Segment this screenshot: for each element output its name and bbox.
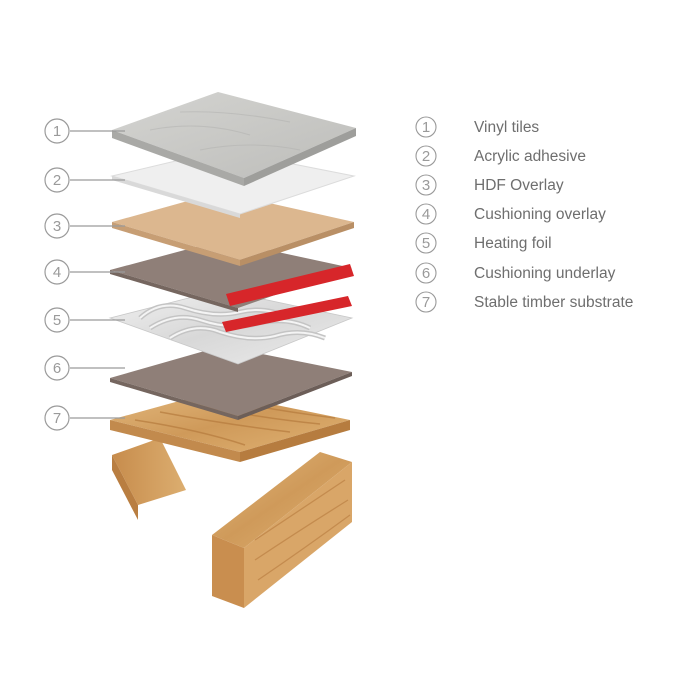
layer-1-edge (112, 130, 244, 186)
layer-3-edge (112, 222, 240, 266)
layer-4-edge (110, 270, 238, 312)
callout-number-5: 5 (44, 307, 70, 333)
layer-4-top (110, 240, 352, 308)
legend-number-4: 4 (422, 206, 430, 223)
legend-label-6: Cushioning underlay (474, 265, 616, 282)
layer-1-side (244, 128, 356, 186)
legend-label-3: HDF Overlay (474, 177, 564, 194)
callout-number-3-text: 3 (53, 218, 61, 235)
legend-number-5: 5 (422, 235, 430, 252)
timber-board-top (110, 392, 350, 452)
callout-number-6: 6 (44, 355, 70, 381)
layer-hdf-overlay (112, 192, 354, 266)
layer-2-edge (112, 176, 240, 218)
legend-label-2: Acrylic adhesive (474, 148, 586, 165)
legend-number-2: 2 (422, 148, 430, 165)
timber-substrate (110, 392, 352, 608)
callout-number-3: 3 (44, 213, 70, 239)
callout-number-5-text: 5 (53, 312, 61, 329)
callout-number-2-text: 2 (53, 172, 61, 189)
legend-item-1: 1 Vinyl tiles (415, 116, 539, 138)
legend-number-7: 7 (422, 294, 430, 311)
legend-item-4: 4 Cushioning overlay (415, 203, 606, 225)
timber-beam-left-side (112, 438, 186, 505)
layer-4-red-strip (226, 264, 354, 306)
layer-3-side (240, 222, 354, 266)
callout-number-1-text: 1 (53, 123, 61, 140)
callout-number-7: 7 (44, 405, 70, 431)
legend: 1 Vinyl tiles 2 Acrylic adhesive 3 HDF O… (415, 116, 633, 313)
callout-number-7-text: 7 (53, 410, 61, 427)
legend-item-3: 3 HDF Overlay (415, 174, 564, 196)
legend-item-5: 5 Heating foil (415, 232, 552, 254)
layer-1-top (112, 92, 356, 178)
callout-number-1: 1 (44, 118, 70, 144)
timber-board-side (240, 420, 350, 462)
legend-label-5: Heating foil (474, 235, 552, 252)
layer-6-side (238, 372, 352, 420)
legend-item-6: 6 Cushioning underlay (415, 262, 616, 284)
timber-beam-right-top (212, 452, 352, 548)
wood-grain (134, 397, 336, 446)
layer-6-top (110, 346, 352, 416)
layer-cushioning-underlay (110, 346, 352, 420)
callout-number-4-text: 4 (53, 264, 61, 281)
legend-label-1: Vinyl tiles (474, 119, 539, 136)
layer-cushioning-overlay (110, 240, 354, 312)
wood-grain-beam (254, 479, 351, 581)
layer-6-edge (110, 378, 238, 420)
legend-number-3: 3 (422, 177, 430, 194)
callout-number-4: 4 (44, 259, 70, 285)
callouts: 1 2 3 4 5 6 7 (44, 118, 125, 431)
legend-item-7: 7 Stable timber substrate (415, 291, 633, 313)
tile-texture (149, 111, 301, 151)
callout-number-6-text: 6 (53, 360, 61, 377)
legend-label-7: Stable timber substrate (474, 294, 633, 311)
heating-red-strip (222, 296, 352, 332)
legend-number-1: 1 (422, 119, 430, 136)
timber-beam-left-front (112, 455, 138, 520)
legend-number-6: 6 (422, 265, 430, 282)
callout-number-2: 2 (44, 167, 70, 193)
layer-vinyl-tiles (112, 92, 356, 186)
layer-heating-foil (108, 289, 354, 365)
legend-item-2: 2 Acrylic adhesive (415, 145, 586, 167)
layer-3-top (112, 192, 354, 260)
legend-label-4: Cushioning overlay (474, 206, 606, 223)
timber-beam-right-front (212, 535, 244, 608)
timber-board-front (110, 420, 240, 462)
